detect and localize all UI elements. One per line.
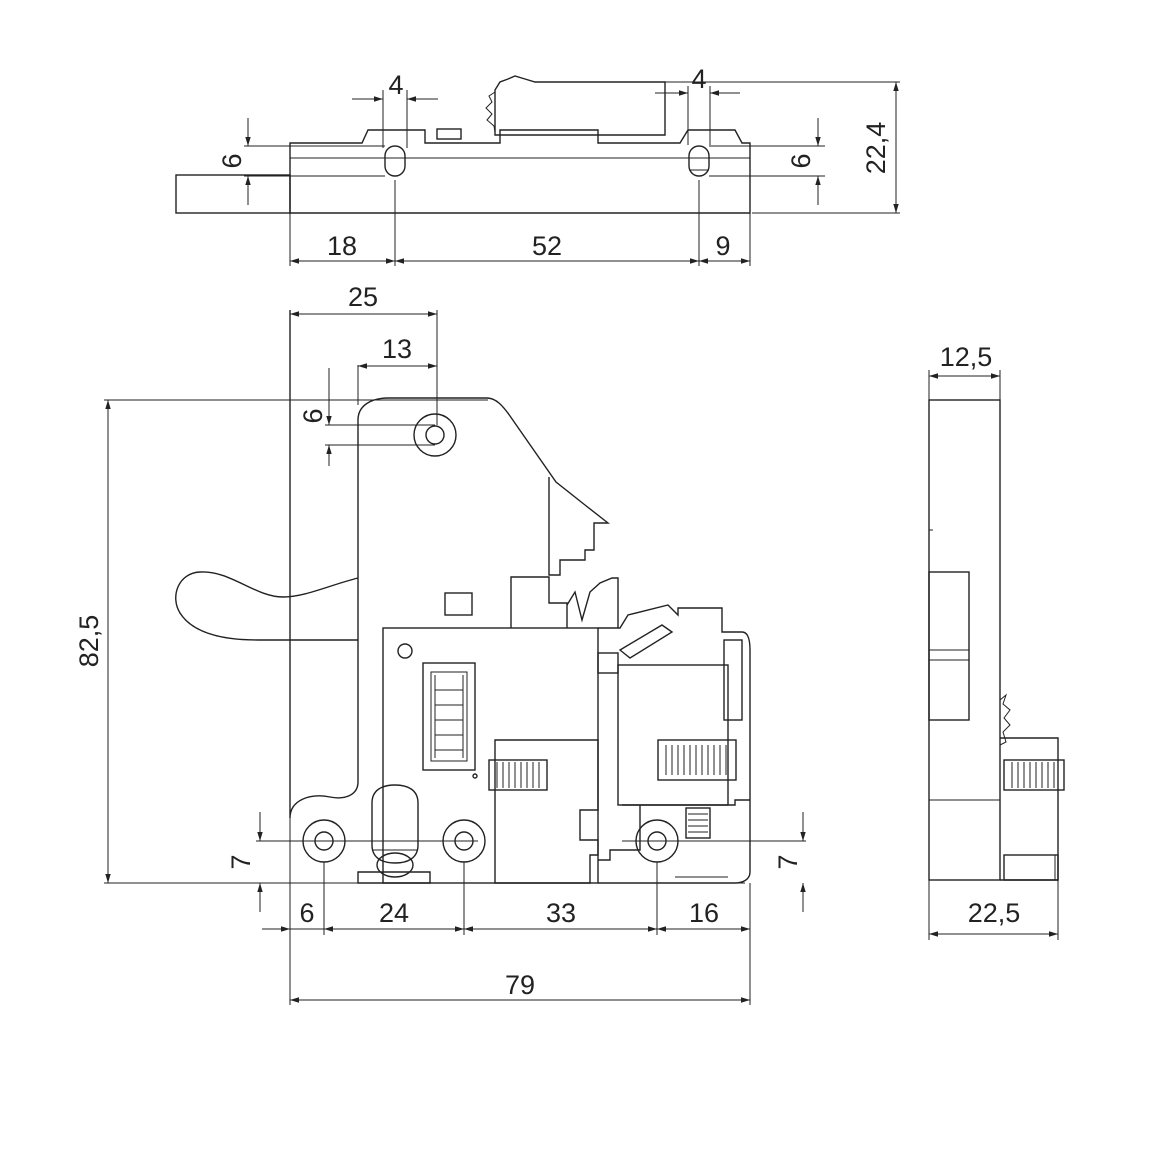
slot-right [688,145,710,177]
slot-left [384,145,406,177]
roller [371,784,419,864]
dim-label: 79 [505,970,535,1000]
dim-label: 18 [327,231,357,261]
side-knurl [1003,759,1065,791]
dim-label: 52 [532,231,562,261]
front-view: 25 13 6 82,5 7 7 6 24 33 16 79 [74,282,806,1005]
dim-label: 4 [691,64,706,94]
dim-label: 22,4 [861,122,891,175]
dim-label: 12,5 [940,342,993,372]
dim-label: 4 [388,70,403,100]
knurl-wheel [488,759,548,791]
dim-label: 13 [382,334,412,364]
side-plate [928,399,1001,881]
top-view: 4 4 6 6 22,4 18 52 9 [175,64,900,266]
dim-label: 6 [299,898,314,928]
side-view: 12,5 22,5 [928,342,1065,940]
dim-label: 7 [773,854,803,869]
dim-label: 22,5 [968,898,1021,928]
dim-label: 6 [786,153,816,168]
back-plate [289,310,611,819]
dim-label: 6 [298,408,328,423]
knurled-knob [494,75,666,136]
mounting-hole [413,413,457,457]
handle-lever [175,571,359,641]
dim-label: 16 [689,898,719,928]
dim-label: 82,5 [74,615,104,668]
ladder-grid [434,675,464,758]
main-housing [382,627,599,884]
dim-label: 33 [546,898,576,928]
dim-label: 25 [348,282,378,312]
dim-label: 9 [715,231,730,261]
dim-label: 6 [217,153,247,168]
dim-label: 7 [226,854,256,869]
dim-label: 24 [379,898,409,928]
